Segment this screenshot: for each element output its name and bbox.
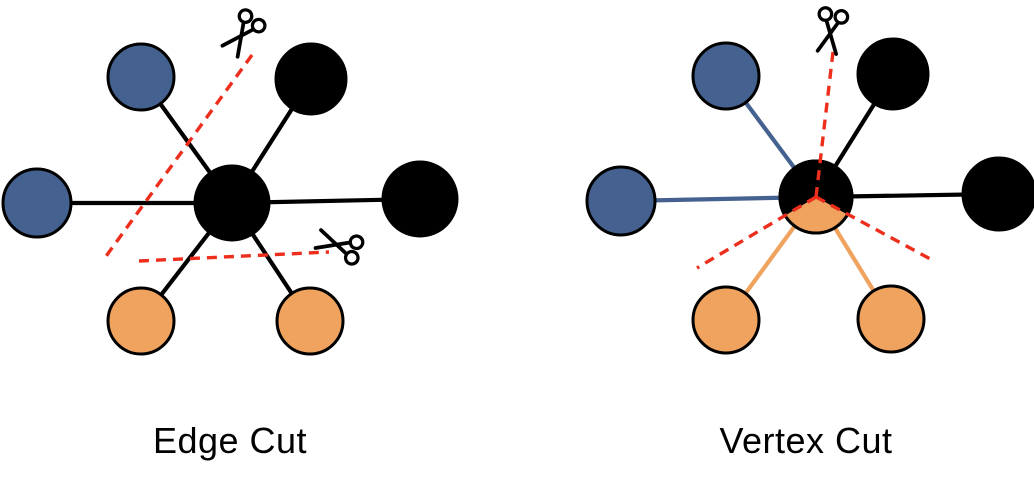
graph-node [381, 160, 459, 238]
cut-line [102, 54, 254, 260]
graph-node [691, 285, 761, 355]
center-node-outline [778, 159, 854, 235]
graph-node [856, 37, 930, 111]
graph-node [856, 284, 926, 354]
graph-node [274, 42, 348, 116]
graph-node [585, 165, 657, 237]
scissors-icon [313, 228, 365, 266]
scissors-icon [815, 6, 850, 56]
center-node [193, 164, 271, 242]
graph-node [691, 41, 761, 111]
graph-node [961, 156, 1034, 232]
edge-cut-diagram [1, 8, 459, 356]
scissors-icon [220, 8, 267, 59]
vertex-cut-label: Vertex Cut [719, 420, 893, 461]
cut-line [138, 250, 330, 263]
graph-node [1, 167, 73, 239]
cut-line [696, 195, 817, 270]
cut-line [815, 195, 935, 263]
graph-node [106, 42, 176, 112]
edge-cut-label: Edge Cut [152, 420, 308, 461]
graph-node [106, 286, 176, 356]
vertex-cut-diagram [585, 6, 1034, 355]
cut-line [814, 51, 835, 198]
graph-node [275, 286, 345, 356]
